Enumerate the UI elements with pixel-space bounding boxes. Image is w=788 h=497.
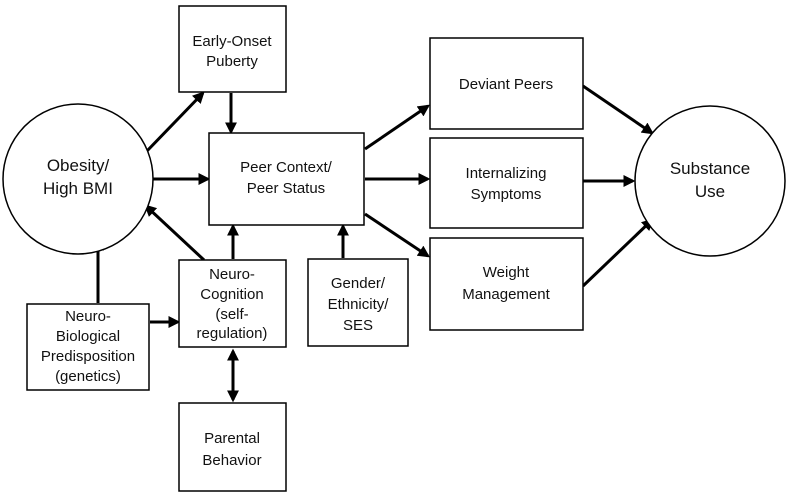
node-neuro-cognition: Neuro- Cognition (self- regulation)	[178, 259, 287, 348]
node-neuro-biological-predisposition: Neuro- Biological Predisposition (geneti…	[26, 303, 150, 391]
node-weight-management: Weight Management	[429, 237, 584, 331]
arrow-neuro-cognition-to-obesity	[144, 204, 206, 262]
node-label-line: Internalizing	[466, 165, 547, 182]
node-parental-behavior: Parental Behavior	[178, 402, 287, 492]
node-label-line: Management	[462, 286, 550, 303]
node-label-line: (genetics)	[55, 368, 121, 385]
arrow-peer-context-to-weight-management	[364, 212, 430, 258]
node-label-line: Deviant Peers	[459, 76, 553, 93]
node-label-line: Neuro-	[65, 308, 111, 325]
node-label-line: Parental	[204, 430, 260, 447]
node-label-line: Peer Context/	[240, 159, 333, 176]
node-label-line: Predisposition	[41, 348, 135, 365]
node-label-line: Puberty	[206, 53, 258, 70]
node-label-line: Behavior	[202, 452, 261, 469]
node-label-line: Peer Status	[247, 180, 325, 197]
arrow-weight-management-to-substance-use	[581, 218, 654, 288]
node-label-line: Substance	[670, 159, 750, 178]
node-label-line: Obesity/	[47, 156, 110, 175]
node-label-line: High BMI	[43, 179, 113, 198]
node-peer-context: Peer Context/ Peer Status	[208, 132, 365, 226]
arrow-obesity-to-puberty	[144, 91, 205, 154]
node-internalizing-symptoms: Internalizing Symptoms	[429, 137, 584, 229]
arrow-deviant-peers-to-substance-use	[582, 84, 654, 135]
node-label-line: regulation)	[197, 325, 268, 342]
node-label-line: Gender/	[331, 275, 386, 292]
node-label-line: Neuro-	[209, 266, 255, 283]
node-obesity: Obesity/ High BMI	[2, 103, 154, 255]
node-label-line: Use	[695, 182, 725, 201]
node-label-line: Weight	[483, 264, 530, 281]
node-label-line: Ethnicity/	[328, 296, 390, 313]
node-label-line: Biological	[56, 328, 120, 345]
node-substance-use: Substance Use	[634, 105, 786, 257]
node-label-line: Symptoms	[471, 186, 542, 203]
node-early-onset-puberty: Early-Onset Puberty	[178, 5, 287, 93]
node-label-line: SES	[343, 317, 373, 334]
node-gender-ethnicity-ses: Gender/ Ethnicity/ SES	[307, 258, 409, 347]
node-label-line: Early-Onset	[192, 33, 272, 50]
arrow-peer-context-to-deviant-peers	[364, 104, 430, 151]
node-deviant-peers: Deviant Peers	[429, 37, 584, 130]
node-label-line: (self-	[215, 306, 248, 323]
node-label-line: Cognition	[200, 286, 263, 303]
